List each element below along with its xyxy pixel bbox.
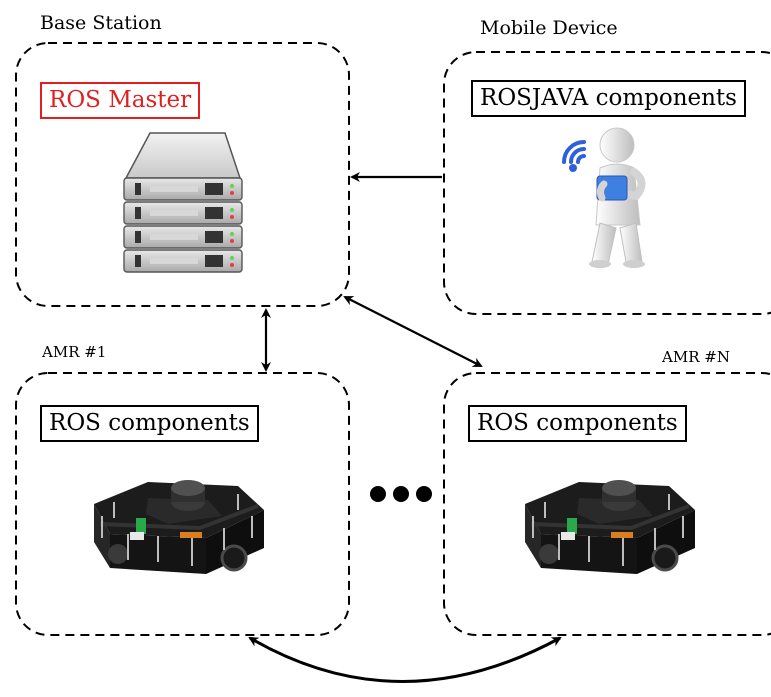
amr-n-ros-components-label: ROS components — [468, 405, 687, 442]
ros-master-label: ROS Master — [40, 82, 201, 119]
rosjava-components-label: ROSJAVA components — [471, 80, 746, 117]
amr-n-title: AMR #N — [662, 348, 730, 366]
amr-1-title: AMR #1 — [42, 343, 107, 361]
amr-1-ros-components-label: ROS components — [40, 405, 259, 442]
base-station-title: Base Station — [40, 12, 162, 34]
server-icon — [123, 132, 243, 273]
robot-icon — [525, 480, 695, 574]
amr-n-node — [443, 372, 771, 636]
mobile-device-title: Mobile Device — [480, 17, 618, 39]
robot-icon — [94, 480, 264, 574]
person-with-tablet-wifi-icon — [562, 127, 646, 268]
mobile-device-node — [443, 51, 771, 315]
edge-amr1-amrn — [248, 636, 562, 683]
edge-base-amrn — [343, 296, 483, 367]
ellipsis-icon — [370, 486, 432, 502]
